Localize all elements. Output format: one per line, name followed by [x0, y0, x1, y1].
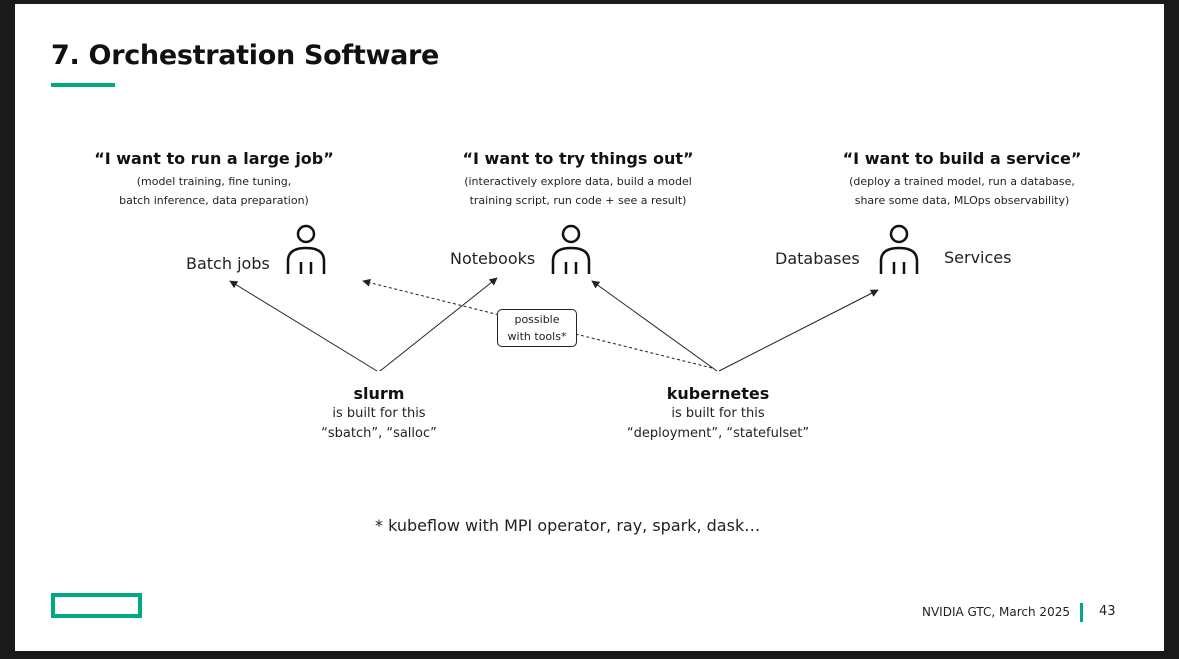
- callout-possible-with-tools: possible with tools*: [497, 309, 577, 347]
- arrow-kubernetes-to-batch-jobs-dashed: [362, 278, 713, 369]
- person-icon: [551, 224, 591, 274]
- connection-arrows: [229, 277, 879, 372]
- arrow-kubernetes-to-notebooks: [591, 280, 718, 372]
- tool-line: “sbatch”, “salloc”: [321, 426, 437, 441]
- tool-name-slurm: slurm: [353, 384, 405, 403]
- persona-quote-build-service: “I want to build a service”: [842, 149, 1082, 168]
- persona-description-try-things: (interactively explore data, build a mod…: [464, 172, 692, 210]
- workload-notebooks: Notebooks: [450, 249, 536, 268]
- workload-batch-jobs: Batch jobs: [186, 254, 270, 273]
- tool-line: is built for this: [332, 406, 426, 421]
- description-line: (interactively explore data, build a mod…: [464, 175, 692, 188]
- arrow-kubernetes-to-services: [718, 289, 879, 372]
- persona-description-large-job: (model training, fine tuning, batch infe…: [119, 172, 309, 210]
- persona-quote-try-things: “I want to try things out”: [462, 149, 694, 168]
- callout-line: with tools*: [507, 330, 567, 343]
- footer-divider: [1080, 603, 1083, 622]
- arrow-slurm-to-notebooks: [379, 277, 498, 372]
- slide-title: 7. Orchestration Software: [51, 40, 440, 71]
- description-line: training script, run code + see a result…: [469, 194, 687, 207]
- page-number: 43: [1099, 604, 1116, 619]
- tool-description-kubernetes: is built for this “deployment”, “statefu…: [627, 404, 809, 444]
- description-line: (deploy a trained model, run a database,: [849, 175, 1075, 188]
- footnote: * kubeflow with MPI operator, ray, spark…: [375, 516, 761, 535]
- tool-line: is built for this: [671, 406, 765, 421]
- persona-quote-large-job: “I want to run a large job”: [94, 149, 334, 168]
- arrow-slurm-to-batch-jobs: [229, 280, 378, 372]
- person-icon: [286, 224, 326, 274]
- person-icon: [879, 224, 919, 274]
- hpe-logo: [51, 593, 142, 618]
- tool-description-slurm: is built for this “sbatch”, “salloc”: [321, 404, 437, 444]
- workload-databases: Databases: [775, 249, 860, 268]
- description-line: batch inference, data preparation): [119, 194, 309, 207]
- tool-line: “deployment”, “statefulset”: [626, 426, 810, 441]
- slide: 7. Orchestration Software “I want to run…: [15, 4, 1164, 651]
- tool-name-kubernetes: kubernetes: [666, 384, 770, 403]
- description-line: (model training, fine tuning,: [136, 175, 292, 188]
- persona-description-build-service: (deploy a trained model, run a database,…: [849, 172, 1075, 210]
- workload-services: Services: [944, 248, 1012, 267]
- footer-event: NVIDIA GTC, March 2025: [922, 605, 1070, 619]
- description-line: share some data, MLOps observability): [854, 194, 1070, 207]
- callout-line: possible: [514, 313, 560, 326]
- title-underline: [51, 83, 115, 87]
